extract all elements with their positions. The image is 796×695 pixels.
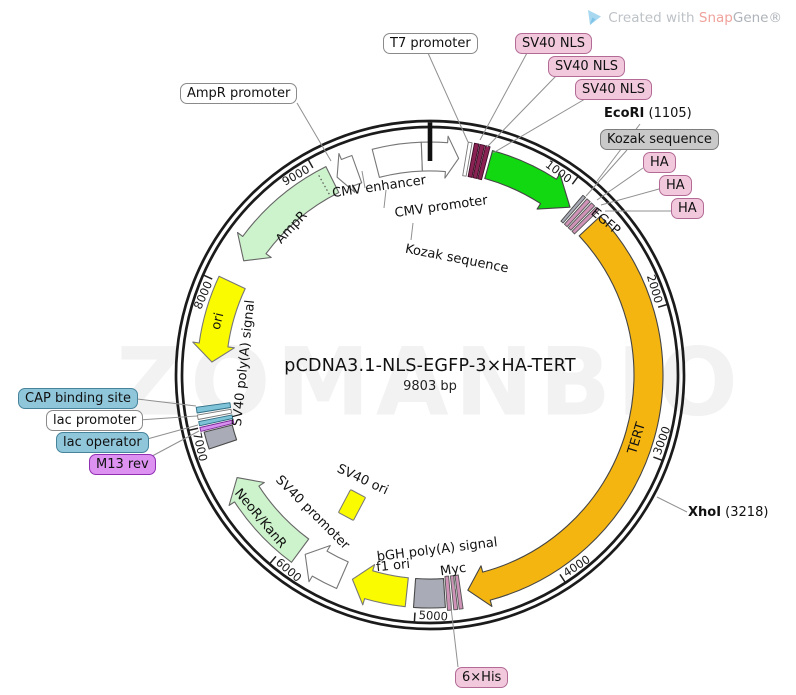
label-t7-promoter: T7 promoter xyxy=(383,33,478,54)
label-kozak-sequence: Kozak sequence xyxy=(600,129,719,150)
leader-ha-1 xyxy=(596,167,644,201)
label-sv40-nls-1: SV40 NLS xyxy=(515,33,593,54)
label-m13-rev: M13 rev xyxy=(89,454,156,475)
tick-3000 xyxy=(653,456,663,461)
backbone-ring-outer xyxy=(174,119,686,631)
label-lac-promoter: lac promoter xyxy=(46,410,144,431)
enzyme-position: (1105) xyxy=(644,106,692,121)
tick-9000 xyxy=(307,159,314,169)
tick-label-7000: 7000 xyxy=(190,431,210,463)
label-ha-1: HA xyxy=(643,152,676,173)
enzyme-name: EcoRI xyxy=(604,106,645,121)
feature-sv40-polya xyxy=(203,424,238,450)
label-ampr-promoter: AmpR promoter xyxy=(180,83,298,104)
feature-ha-2 xyxy=(567,202,596,231)
leader-lac-promoter xyxy=(138,415,198,421)
feature-f1-ori xyxy=(351,564,409,608)
leader-lac-operator xyxy=(139,424,199,442)
feature-kozak xyxy=(560,194,586,224)
leader-ampr-promoter xyxy=(296,102,332,162)
feature-ha-3 xyxy=(571,206,600,235)
leader-extra-0 xyxy=(361,170,366,189)
tick-2000 xyxy=(657,303,667,308)
plasmid-title: pCDNA3.1-NLS-EGFP-3×HA-TERT xyxy=(284,356,576,376)
label-ha-2: HA xyxy=(659,175,692,196)
feature-lac-promoter xyxy=(196,408,233,420)
label-sv40-nls-2: SV40 NLS xyxy=(548,56,626,77)
inline-label-myc: Myc xyxy=(439,561,467,579)
tick-1000 xyxy=(571,176,579,185)
feature-neor-kanr xyxy=(228,477,310,563)
tick-8000 xyxy=(203,274,213,280)
inline-label-ori: ori xyxy=(209,311,228,331)
enzyme-position: (3218) xyxy=(721,505,769,520)
feature-myc-1 xyxy=(454,574,464,610)
tick-6000 xyxy=(269,555,277,564)
enzyme-name: XhoI xyxy=(688,505,722,520)
feature-sv40-nls-2 xyxy=(472,143,486,179)
feature-sv40-nls-3 xyxy=(477,145,491,181)
leader-extra-3 xyxy=(452,577,456,590)
feature-myc-2 xyxy=(449,575,459,611)
label-ha-3: HA xyxy=(671,198,704,219)
label-his6: 6×His xyxy=(455,667,509,688)
snapgene-attribution: Created with SnapGene® xyxy=(586,8,782,27)
feature-cap-binding-site xyxy=(195,402,232,414)
site-label-xhoi: XhoI (3218) xyxy=(688,505,768,520)
feature-ampr-promoter xyxy=(336,152,363,193)
leader-sv40-nls-2 xyxy=(486,75,557,148)
site-label-ecori: EcoRI (1105) xyxy=(604,106,692,121)
leader-kozak-sequence xyxy=(585,149,628,197)
snapgene-logo-icon xyxy=(588,10,602,25)
leader-extra-1 xyxy=(383,189,387,209)
feature-tert xyxy=(467,215,664,607)
label-lac-operator: lac operator xyxy=(56,432,149,453)
leader-t7-promoter xyxy=(427,52,469,143)
tick-label-5000: 5000 xyxy=(418,608,448,624)
feature-m13-rev xyxy=(199,419,235,432)
leader-ha-2 xyxy=(600,188,660,206)
feature-t7-promoter xyxy=(462,141,473,177)
leader-xhoi xyxy=(656,496,688,513)
tick-5000 xyxy=(413,612,416,622)
leader-his6 xyxy=(449,598,459,668)
feature-ampr xyxy=(236,166,340,262)
plasmid-title-block: pCDNA3.1-NLS-EGFP-3×HA-TERT 9803 bp xyxy=(284,356,575,394)
feature-ori xyxy=(192,275,246,363)
tick-4000 xyxy=(559,573,566,583)
tick-7000 xyxy=(189,427,199,432)
inline-label-f1-ori: f1 ori xyxy=(375,557,410,575)
label-sv40-nls-3: SV40 NLS xyxy=(575,79,653,100)
feature-sv40-ori-box xyxy=(338,489,366,521)
leader-sv40-nls-1 xyxy=(479,52,528,141)
feature-ha-1 xyxy=(563,198,591,228)
attribution-text: Created with SnapGene® xyxy=(608,9,782,26)
feature-egfp xyxy=(484,150,571,210)
leader-cap-binding-site xyxy=(136,398,197,407)
plasmid-size: 9803 bp xyxy=(403,379,457,394)
feature-lac-operator xyxy=(198,414,234,427)
label-cap-binding-site: CAP binding site xyxy=(18,388,139,409)
feature-bgh-polya xyxy=(412,577,446,609)
leader-extra-2 xyxy=(410,222,414,241)
feature-sv40-nls-1 xyxy=(467,142,480,178)
feature-sv40-promoter xyxy=(304,544,349,590)
leader-sv40-nls-3 xyxy=(492,98,586,154)
